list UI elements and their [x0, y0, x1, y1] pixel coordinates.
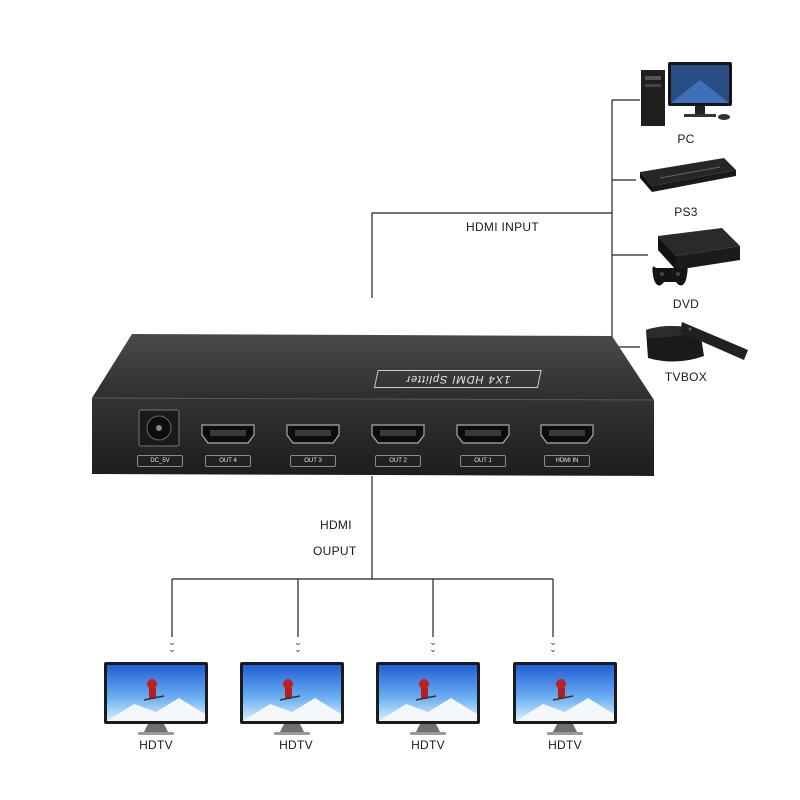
- device-brand-plate: 1X4 HDMI Splitter: [373, 368, 542, 388]
- port-label-out2: OUT 2: [375, 455, 421, 467]
- source-label-ps3: PS3: [674, 205, 698, 219]
- chevron-down-icon: ⌄⌄: [549, 638, 557, 655]
- port-label-dc5v: DC_5V: [137, 455, 183, 467]
- hdmi-port-out2: [371, 424, 425, 444]
- hdtv-icon: [103, 661, 209, 736]
- port-label-out1: OUT 1: [460, 455, 506, 467]
- hdtv-label-4: HDTV: [548, 738, 582, 752]
- hdmi-port-in: [540, 424, 594, 444]
- source-label-dvd: DVD: [672, 297, 700, 311]
- pc-icon: [641, 62, 732, 126]
- port-label-out3: OUT 3: [290, 455, 336, 467]
- dvd-icon: [652, 228, 740, 286]
- input-trunk-line: [371, 212, 612, 298]
- hdmi-port-out4: [201, 424, 255, 444]
- hdmi-port-out3: [286, 424, 340, 444]
- source-label-pc: PC: [677, 132, 695, 146]
- tvbox-icon: [646, 322, 748, 362]
- ps3-icon: [640, 158, 736, 192]
- output-wiring: [171, 476, 554, 637]
- device-brand-label: 1X4 HDMI Splitter: [373, 370, 542, 388]
- hdtv-label-2: HDTV: [279, 738, 313, 752]
- hdtv-icon: [375, 661, 481, 736]
- source-label-tvbox: TVBOX: [664, 370, 708, 384]
- chevron-down-icon: ⌄⌄: [294, 638, 302, 655]
- chevron-down-icon: ⌄⌄: [429, 638, 437, 655]
- hdtv-icon: [239, 661, 345, 736]
- hdtv-label-1: HDTV: [139, 738, 173, 752]
- port-label-hdmi-in: HDMI IN: [544, 455, 590, 467]
- hdmi-port-out1: [456, 424, 510, 444]
- hdmi-output-label-line1: HDMI: [320, 518, 352, 532]
- hdmi-input-label: HDMI INPUT: [466, 220, 539, 234]
- hdtv-label-3: HDTV: [411, 738, 445, 752]
- splitter-device: [91, 334, 655, 476]
- hdmi-output-label-line2: OUPUT: [313, 544, 357, 558]
- device-top-face: [92, 334, 654, 400]
- chevron-down-icon: ⌄⌄: [168, 638, 176, 655]
- port-label-out4: OUT 4: [205, 455, 251, 467]
- hdtv-icon: [512, 661, 618, 736]
